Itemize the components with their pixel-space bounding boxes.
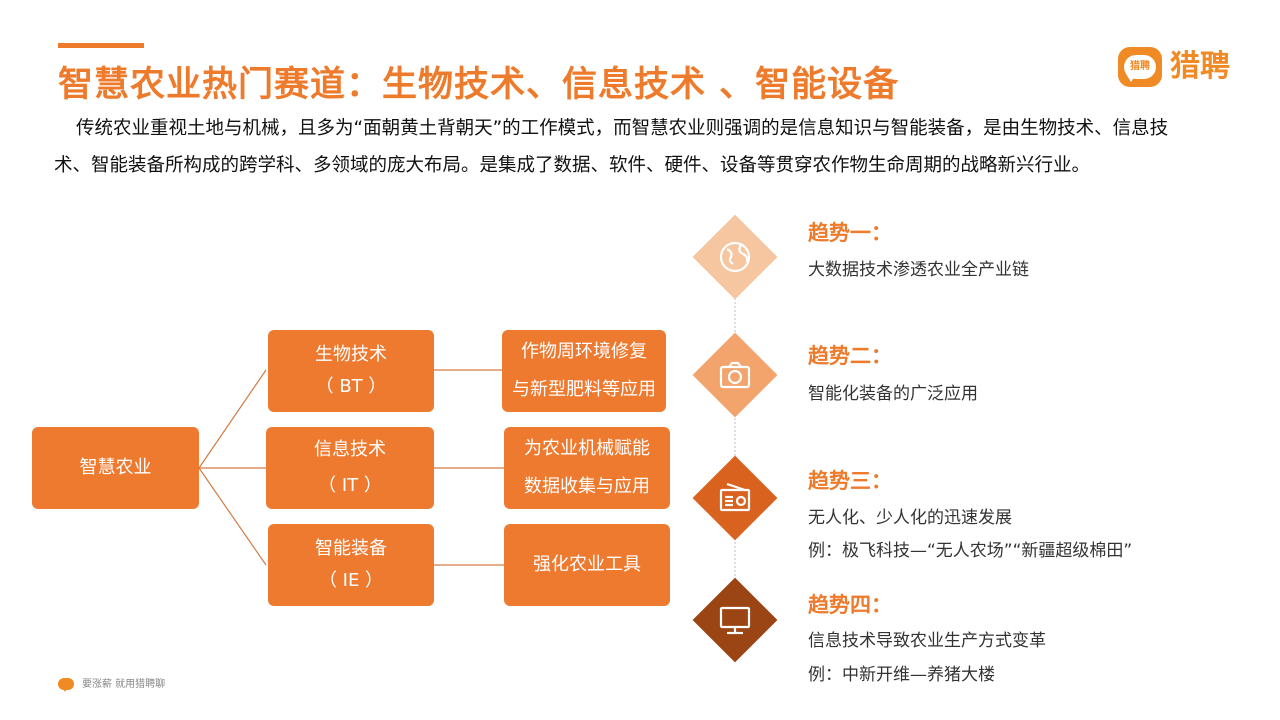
page-title: 智慧农业热门赛道：生物技术、信息技术 、智能设备 bbox=[58, 65, 900, 105]
branch-abbr: （ BT ） bbox=[315, 376, 387, 397]
branch-name: 信息技术 bbox=[314, 439, 386, 460]
root-box: 智慧农业 bbox=[32, 427, 199, 509]
connector-root-ie bbox=[198, 467, 267, 566]
intro-paragraph: 传统农业重视土地与机械，且多为“面朝黄土背朝天”的工作模式，而智慧农业则强调的是… bbox=[54, 118, 1169, 176]
connector-root-bt bbox=[198, 369, 267, 469]
footer-slogan: 要涨薪 就用猎聘聊 bbox=[82, 679, 166, 690]
title-accent-bar bbox=[58, 43, 144, 48]
trend-1-desc: 大数据技术渗透农业全产业链 bbox=[808, 260, 1029, 280]
branch-name: 智能装备 bbox=[315, 538, 387, 559]
branch-name: 生物技术 bbox=[315, 344, 387, 365]
globe-icon bbox=[713, 235, 757, 279]
detail-box-bt: 作物周环境修复 与新型肥料等应用 bbox=[502, 330, 666, 412]
branch-abbr: （ IE ） bbox=[318, 570, 384, 591]
detail-line: 数据收集与应用 bbox=[524, 476, 650, 497]
trend-3-title: 趋势三： bbox=[808, 469, 892, 493]
detail-box-it: 为农业机械赋能 数据收集与应用 bbox=[504, 427, 670, 509]
logo-badge-tail bbox=[1126, 74, 1136, 82]
trend-2-title: 趋势二： bbox=[808, 344, 892, 368]
branch-abbr: （ IT ） bbox=[318, 475, 382, 496]
trend-3-example: 例：极飞科技—“无人农场”“新疆超级棉田” bbox=[808, 541, 1133, 561]
branch-box-ie: 智能装备 （ IE ） bbox=[268, 524, 434, 606]
liepin-logo: 猎聘 猎聘 bbox=[1118, 47, 1248, 87]
detail-line: 与新型肥料等应用 bbox=[512, 379, 656, 400]
camera-icon bbox=[713, 353, 757, 397]
root-label: 智慧农业 bbox=[79, 457, 152, 478]
branch-box-bt: 生物技术 （ BT ） bbox=[268, 330, 434, 412]
chat-bubble-tail bbox=[62, 687, 68, 692]
trend-4-example: 例：中新开维—养猪大楼 bbox=[808, 665, 995, 685]
branch-box-it: 信息技术 （ IT ） bbox=[266, 427, 434, 509]
detail-line: 作物周环境修复 bbox=[521, 341, 647, 362]
trend-4-title: 趋势四： bbox=[808, 593, 892, 617]
logo-badge: 猎聘 bbox=[1118, 47, 1162, 87]
radio-icon bbox=[713, 476, 757, 520]
detail-line: 为农业机械赋能 bbox=[524, 438, 650, 459]
detail-box-ie: 强化农业工具 bbox=[504, 524, 670, 606]
detail-line: 强化农业工具 bbox=[533, 554, 641, 575]
trend-3-desc: 无人化、少人化的迅速发展 bbox=[808, 508, 1012, 528]
trend-4-desc: 信息技术导致农业生产方式变革 bbox=[808, 631, 1046, 651]
trend-2-desc: 智能化装备的广泛应用 bbox=[808, 384, 978, 404]
trend-1-title: 趋势一： bbox=[808, 221, 892, 245]
logo-wordmark: 猎聘 bbox=[1170, 49, 1230, 84]
monitor-icon bbox=[713, 598, 757, 642]
